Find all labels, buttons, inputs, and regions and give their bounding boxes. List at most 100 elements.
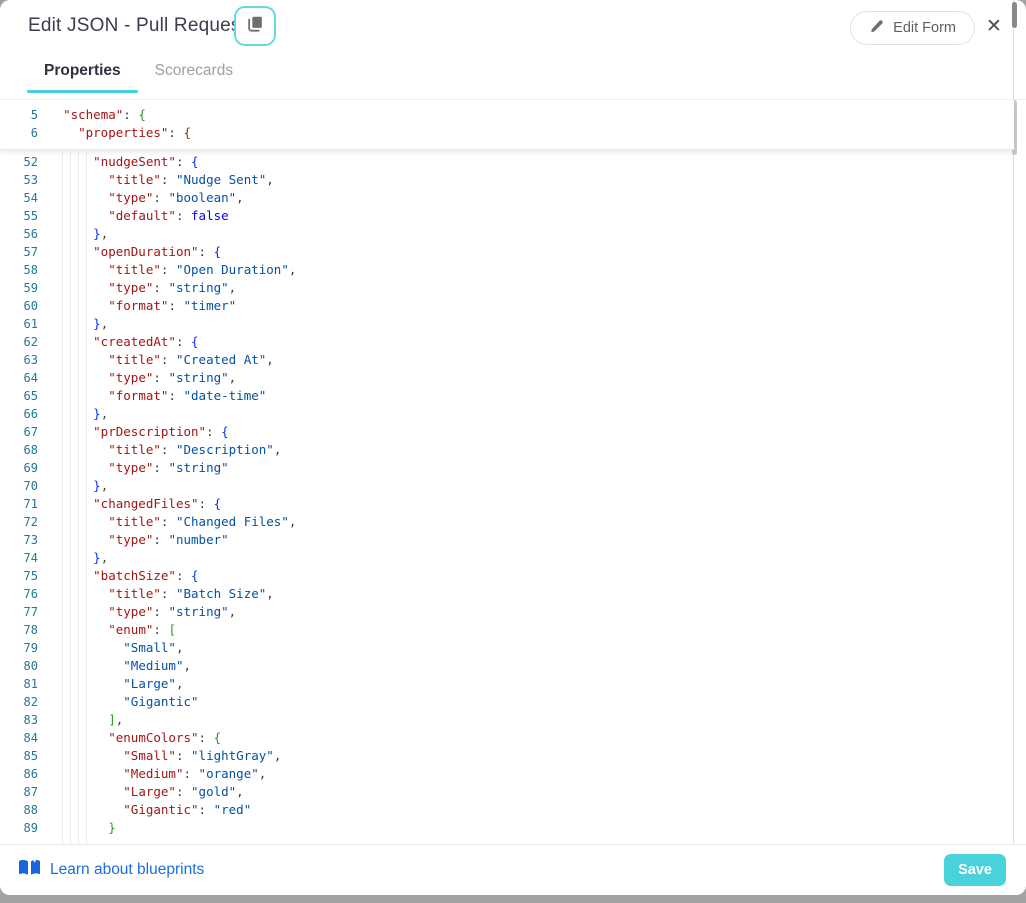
line-number[interactable]: 63 <box>23 353 38 367</box>
code-line[interactable]: 63 "title": "Created At", <box>0 351 1014 369</box>
line-number[interactable]: 56 <box>23 227 38 241</box>
code-line[interactable]: 71 "changedFiles": { <box>0 495 1014 513</box>
tab-properties[interactable]: Properties <box>27 58 138 93</box>
scrollbar-thumb[interactable] <box>1012 100 1017 155</box>
copy-button[interactable] <box>234 6 276 46</box>
code-text: "title": "Batch Size", <box>48 585 274 603</box>
line-number[interactable]: 52 <box>23 155 38 169</box>
line-number[interactable]: 74 <box>23 551 38 565</box>
code-line[interactable]: 76 "title": "Batch Size", <box>0 585 1014 603</box>
edit-form-button[interactable]: Edit Form <box>850 11 975 45</box>
line-number[interactable]: 71 <box>23 497 38 511</box>
line-number[interactable]: 75 <box>23 569 38 583</box>
line-number[interactable]: 64 <box>23 371 38 385</box>
scrollbar-thumb-top[interactable] <box>1012 2 1017 28</box>
code-line[interactable]: 73 "type": "number" <box>0 531 1014 549</box>
code-line[interactable]: 61 }, <box>0 315 1014 333</box>
line-number[interactable]: 68 <box>23 443 38 457</box>
token-bg: ] <box>108 712 116 727</box>
code-line[interactable]: 55 "default": false <box>0 207 1014 225</box>
line-number[interactable]: 72 <box>23 515 38 529</box>
line-number[interactable]: 66 <box>23 407 38 421</box>
code-line[interactable]: 6 "properties": { <box>0 124 1014 142</box>
code-line[interactable]: 82 "Gigantic" <box>0 693 1014 711</box>
code-line[interactable]: 86 "Medium": "orange", <box>0 765 1014 783</box>
code-line[interactable]: 75 "batchSize": { <box>0 567 1014 585</box>
sticky-scroll-lines[interactable]: 5 "schema": {6 "properties": { <box>0 100 1014 150</box>
code-line[interactable]: 84 "enumColors": { <box>0 729 1014 747</box>
code-line[interactable]: 79 "Small", <box>0 639 1014 657</box>
line-number[interactable]: 54 <box>23 191 38 205</box>
code-line[interactable]: 87 "Large": "gold", <box>0 783 1014 801</box>
code-line[interactable]: 74 }, <box>0 549 1014 567</box>
code-line[interactable]: 60 "format": "timer" <box>0 297 1014 315</box>
line-number[interactable]: 73 <box>23 533 38 547</box>
line-number[interactable]: 78 <box>23 623 38 637</box>
code-line[interactable]: 53 "title": "Nudge Sent", <box>0 171 1014 189</box>
line-number[interactable]: 84 <box>23 731 38 745</box>
json-code-editor[interactable]: 5 "schema": {6 "properties": { 52 "nudge… <box>0 99 1026 845</box>
token-val: "Gigantic" <box>123 694 199 709</box>
line-number[interactable]: 60 <box>23 299 38 313</box>
tab-scorecards[interactable]: Scorecards <box>138 58 250 93</box>
code-line[interactable]: 88 "Gigantic": "red" <box>0 801 1014 819</box>
line-number[interactable]: 5 <box>30 108 38 122</box>
line-number[interactable]: 87 <box>23 785 38 799</box>
code-line[interactable]: 67 "prDescription": { <box>0 423 1014 441</box>
code-line[interactable]: 78 "enum": [ <box>0 621 1014 639</box>
line-number[interactable]: 61 <box>23 317 38 331</box>
code-text: "type": "string", <box>48 369 236 387</box>
line-number[interactable]: 67 <box>23 425 38 439</box>
code-line[interactable]: 89 } <box>0 819 1014 837</box>
line-number[interactable]: 89 <box>23 821 38 835</box>
code-line[interactable]: 77 "type": "string", <box>0 603 1014 621</box>
line-number[interactable]: 69 <box>23 461 38 475</box>
token-pun: : <box>198 802 214 817</box>
line-number[interactable]: 65 <box>23 389 38 403</box>
line-number[interactable]: 86 <box>23 767 38 781</box>
code-line[interactable]: 59 "type": "string", <box>0 279 1014 297</box>
code-line[interactable]: 65 "format": "date-time" <box>0 387 1014 405</box>
code-line[interactable]: 54 "type": "boolean", <box>0 189 1014 207</box>
close-icon[interactable]: ✕ <box>986 15 1002 37</box>
line-number[interactable]: 6 <box>30 126 38 140</box>
line-number[interactable]: 76 <box>23 587 38 601</box>
line-number[interactable]: 59 <box>23 281 38 295</box>
line-number[interactable]: 79 <box>23 641 38 655</box>
code-line[interactable]: 72 "title": "Changed Files", <box>0 513 1014 531</box>
code-line[interactable]: 68 "title": "Description", <box>0 441 1014 459</box>
token-sp <box>48 406 93 421</box>
code-line[interactable]: 52 "nudgeSent": { <box>0 153 1014 171</box>
token-bg: { <box>213 730 222 745</box>
code-line[interactable]: 58 "title": "Open Duration", <box>0 261 1014 279</box>
line-number[interactable]: 58 <box>23 263 38 277</box>
line-number[interactable]: 85 <box>23 749 38 763</box>
code-line[interactable]: 64 "type": "string", <box>0 369 1014 387</box>
code-line[interactable]: 70 }, <box>0 477 1014 495</box>
line-number[interactable]: 82 <box>23 695 38 709</box>
save-button[interactable]: Save <box>944 854 1006 886</box>
learn-about-blueprints-link[interactable]: Learn about blueprints <box>19 845 204 895</box>
line-number[interactable]: 55 <box>23 209 38 223</box>
line-number[interactable]: 57 <box>23 245 38 259</box>
line-number[interactable]: 62 <box>23 335 38 349</box>
code-line[interactable]: 80 "Medium", <box>0 657 1014 675</box>
code-line[interactable]: 81 "Large", <box>0 675 1014 693</box>
code-line[interactable]: 57 "openDuration": { <box>0 243 1014 261</box>
line-number[interactable]: 80 <box>23 659 38 673</box>
line-number[interactable]: 77 <box>23 605 38 619</box>
code-line[interactable]: 62 "createdAt": { <box>0 333 1014 351</box>
line-number[interactable]: 83 <box>23 713 38 727</box>
code-line[interactable]: 69 "type": "string" <box>0 459 1014 477</box>
code-line[interactable]: 66 }, <box>0 405 1014 423</box>
line-number[interactable]: 81 <box>23 677 38 691</box>
code-line[interactable]: 85 "Small": "lightGray", <box>0 747 1014 765</box>
code-lines-viewport[interactable]: 52 "nudgeSent": {53 "title": "Nudge Sent… <box>0 153 1014 845</box>
code-line[interactable]: 56 }, <box>0 225 1014 243</box>
code-line[interactable]: 5 "schema": { <box>0 106 1014 124</box>
line-number[interactable]: 88 <box>23 803 38 817</box>
code-line[interactable]: 83 ], <box>0 711 1014 729</box>
code-text: "properties": { <box>48 124 191 142</box>
line-number[interactable]: 53 <box>23 173 38 187</box>
line-number[interactable]: 70 <box>23 479 38 493</box>
